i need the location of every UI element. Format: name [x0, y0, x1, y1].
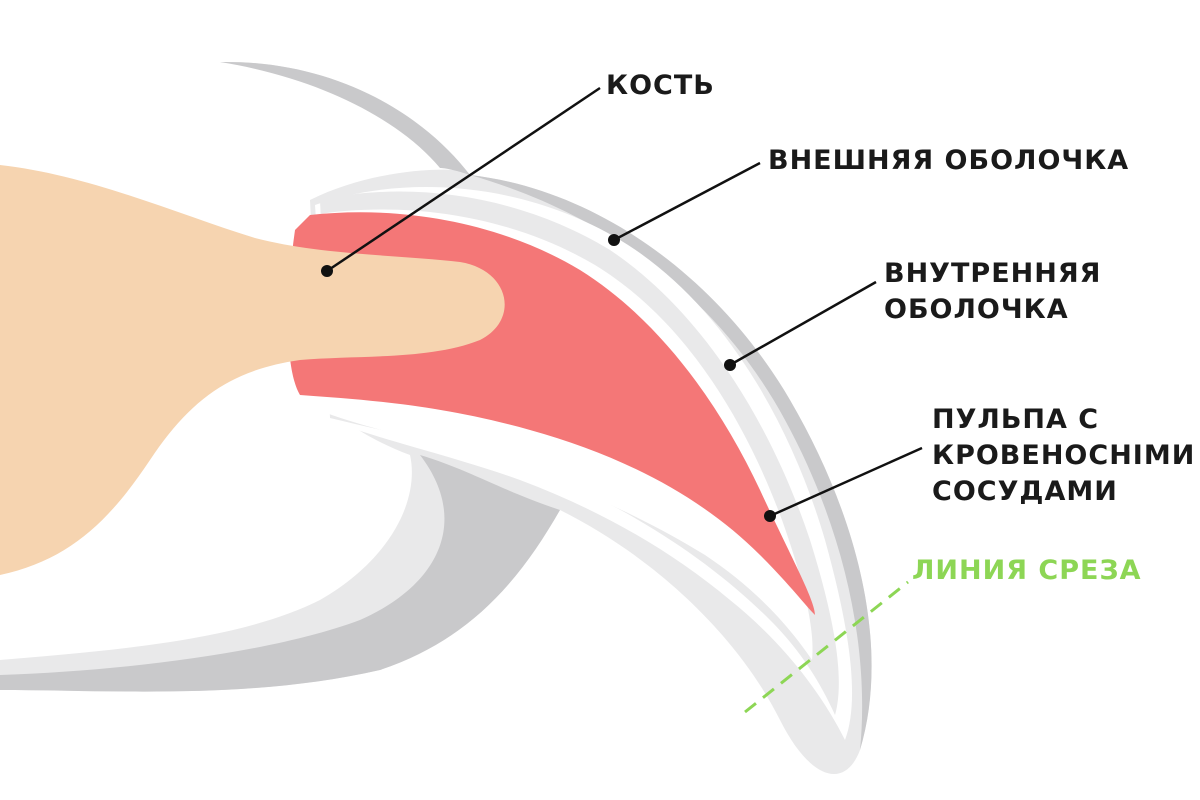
label-bone: КОСТЬ — [606, 70, 715, 101]
leader-inner — [729, 280, 877, 367]
leader-pulp-dot — [764, 510, 776, 522]
outer-shell-underside — [0, 455, 560, 692]
leader-bone — [326, 86, 601, 273]
label-outer-shell: ВНЕШНЯЯ ОБОЛОЧКА — [768, 145, 1130, 176]
label-inner-shell-line-2: ОБОЛОЧКА — [884, 294, 1069, 325]
leader-bone-dot — [321, 265, 333, 277]
leader-outer-dot — [608, 234, 620, 246]
bone-finger — [0, 165, 505, 575]
label-pulp-line-1: ПУЛЬПА С — [932, 404, 1100, 435]
label-pulp: ПУЛЬПА С КРОВЕНОСНІМИ СОСУДАМИ — [932, 402, 1195, 510]
leader-pulp — [769, 446, 923, 518]
label-pulp-line-3: СОСУДАМИ — [932, 476, 1118, 507]
leader-inner-dot — [724, 359, 736, 371]
label-cut-line: ЛИНИЯ СРЕЗА — [912, 555, 1142, 586]
leader-outer — [613, 161, 761, 242]
label-pulp-line-2: КРОВЕНОСНІМИ — [932, 440, 1196, 471]
outer-shell-back — [220, 61, 470, 175]
label-inner-shell: ВНУТРЕННЯЯ ОБОЛОЧКА — [884, 256, 1101, 328]
cut-line — [744, 580, 909, 714]
label-inner-shell-line-1: ВНУТРЕННЯЯ — [884, 258, 1102, 289]
